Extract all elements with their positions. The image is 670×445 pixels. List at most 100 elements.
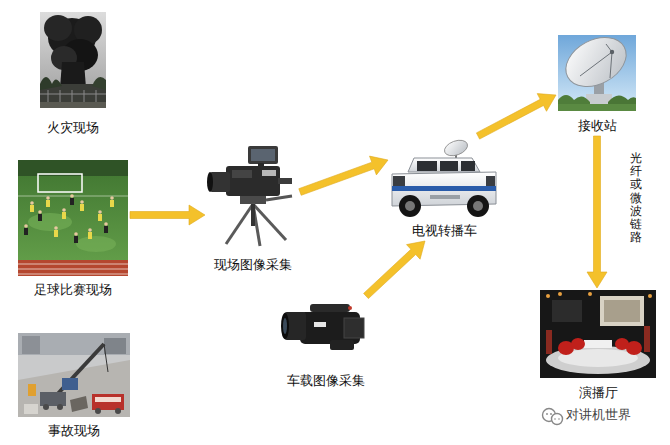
- football-picture: [80, 200, 84, 204]
- node-label: 现场图像采集: [214, 256, 292, 273]
- dish-picture: [610, 52, 612, 78]
- truck-picture: [467, 195, 489, 217]
- camera-picture: [266, 196, 292, 200]
- truck-picture: [408, 158, 480, 172]
- camera-picture: [248, 146, 278, 164]
- studio-picture: [648, 294, 652, 298]
- watermark-icon: [543, 409, 563, 425]
- fire-picture: [40, 102, 106, 108]
- node-label: 演播厅: [579, 384, 618, 401]
- link-label: 光纤或微波链路: [630, 152, 642, 244]
- studio-picture: [558, 292, 562, 296]
- camcorder-picture: [330, 340, 354, 350]
- watermark-icon: [552, 414, 563, 425]
- studio-picture: [626, 341, 642, 355]
- node-label: 车载图像采集: [287, 372, 365, 389]
- truck-picture: [486, 176, 495, 186]
- football-picture: [18, 264, 128, 274]
- camera-picture: [262, 170, 276, 176]
- field-camera-node: 现场图像采集: [205, 143, 300, 275]
- accident-picture: [28, 384, 36, 396]
- football-picture: [80, 204, 84, 211]
- studio-picture: [540, 290, 656, 378]
- football-picture: [24, 224, 28, 228]
- camcorder-picture: [314, 322, 326, 327]
- watermark-text: 对讲机世界: [566, 406, 631, 423]
- football-picture: [110, 196, 114, 200]
- studio-picture: [546, 330, 552, 354]
- camcorder-picture: [281, 313, 289, 339]
- camcorder-picture: [281, 304, 364, 350]
- node-label: 接收站: [578, 117, 617, 134]
- camera-picture: [251, 149, 275, 161]
- fire-picture: [44, 15, 72, 41]
- camera-picture: [226, 166, 280, 196]
- truck-picture: [399, 195, 421, 217]
- studio-picture: [546, 294, 550, 298]
- node-label: 事故现场: [48, 422, 100, 439]
- flow-arrow: [130, 205, 205, 225]
- football-picture: [18, 160, 128, 276]
- football-picture: [98, 210, 102, 214]
- football-picture: [18, 264, 128, 265]
- football-picture: [24, 194, 114, 236]
- node-label: 足球比赛现场: [34, 281, 112, 298]
- football-picture: [30, 205, 34, 212]
- football-picture: [70, 198, 74, 205]
- football-picture: [88, 228, 92, 232]
- football-picture: [76, 236, 116, 252]
- dish-picture: [610, 50, 614, 54]
- truck-picture: [440, 161, 458, 171]
- camera-picture: [232, 170, 252, 178]
- accident-picture: [104, 344, 108, 372]
- node-label: 电视转播车: [412, 222, 477, 239]
- studio-picture: [571, 338, 585, 350]
- fire-picture: [40, 77, 62, 90]
- accident-picture: [57, 404, 63, 410]
- studio-picture: [644, 326, 650, 352]
- accident-picture: [43, 404, 49, 410]
- dish-picture: [580, 44, 612, 78]
- football-picture: [38, 214, 42, 221]
- accident-picture: [92, 394, 124, 410]
- dish-picture: [558, 104, 636, 111]
- camera-picture: [207, 146, 292, 246]
- accident-picture: [18, 333, 130, 355]
- football-picture: [88, 232, 92, 239]
- camera-picture: [226, 204, 286, 246]
- football-picture: [110, 200, 114, 207]
- football-picture: [104, 226, 108, 233]
- football-picture: [54, 230, 58, 237]
- accident-picture: [95, 397, 121, 402]
- ob-truck-node: 电视转播车: [388, 136, 500, 241]
- football-scene-node: 足球比赛现场: [16, 158, 130, 300]
- camera-picture: [253, 204, 286, 240]
- football-picture: [18, 269, 128, 270]
- truck-picture: [430, 195, 460, 199]
- node-label: 火灾现场: [47, 119, 99, 136]
- accident-picture: [70, 396, 88, 412]
- football-picture: [30, 200, 114, 239]
- flow-arrow: [299, 156, 388, 195]
- accident-picture: [22, 336, 40, 354]
- football-picture: [70, 194, 74, 198]
- dish-picture: [580, 52, 612, 76]
- car-camera-node: 车载图像采集: [278, 296, 374, 391]
- watermark-icon: [550, 413, 552, 415]
- football-picture: [74, 236, 78, 243]
- accident-picture: [40, 392, 66, 406]
- studio-picture: [546, 292, 652, 298]
- truck-picture: [442, 137, 469, 158]
- accident-picture: [18, 333, 130, 417]
- flow-arrow: [364, 241, 425, 299]
- accident-picture: [95, 408, 101, 414]
- accident-picture: [52, 344, 104, 400]
- fire-picture: [40, 12, 106, 108]
- accident-picture: [18, 360, 130, 417]
- camera-picture: [226, 204, 253, 244]
- camera-picture: [251, 204, 255, 226]
- watermark-icon: [546, 413, 548, 415]
- football-picture: [38, 210, 42, 214]
- football-picture: [24, 198, 108, 243]
